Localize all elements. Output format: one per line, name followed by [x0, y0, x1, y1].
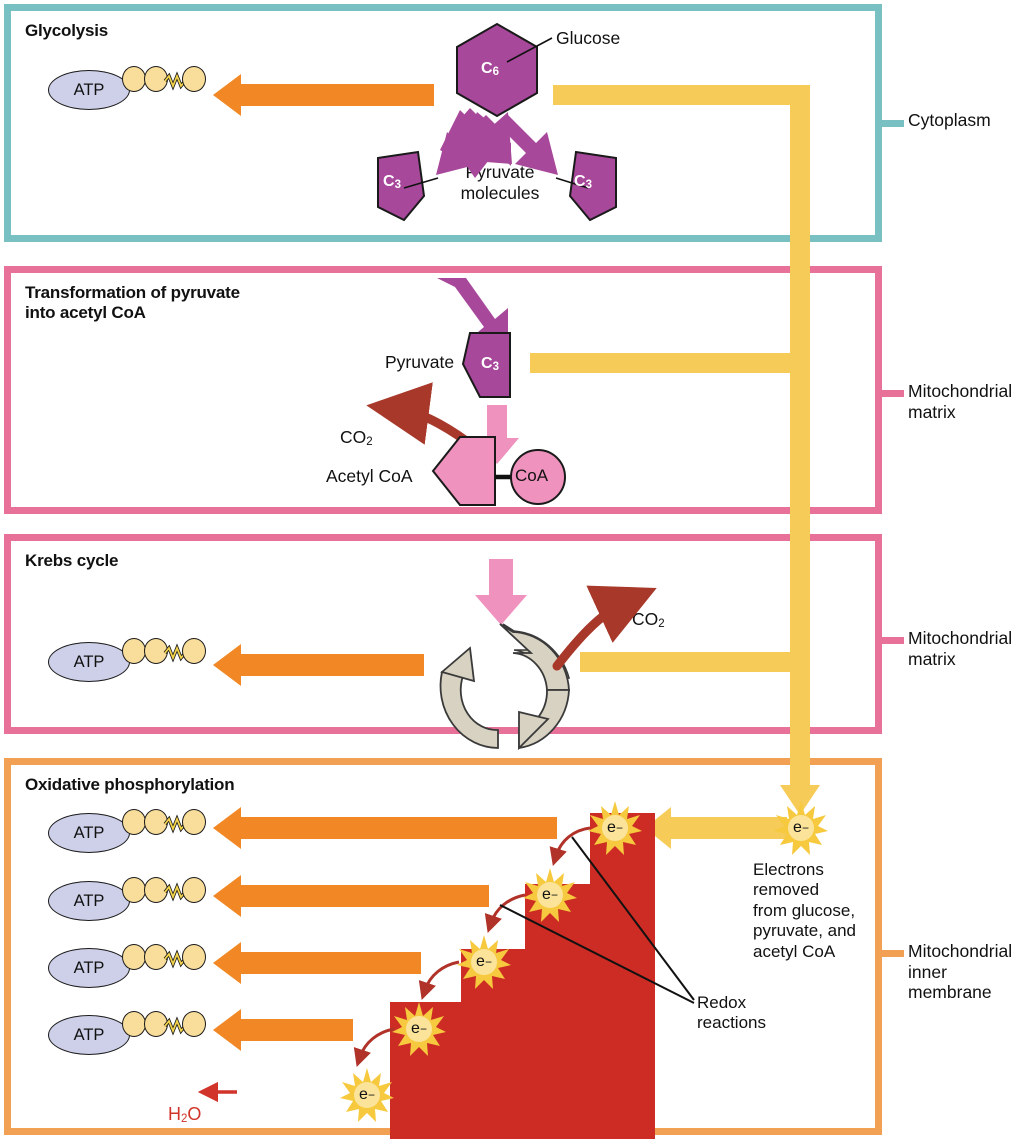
electron-label: e− — [793, 819, 809, 836]
callout-label-cytoplasm: Cytoplasm — [908, 110, 991, 130]
atp-label: ATP — [48, 642, 130, 682]
pyruvate-carbon-label-step2: C3 — [481, 355, 499, 373]
callout-label-matrix-1: Mitochondrial matrix — [908, 381, 1013, 422]
phosphate-group-1 — [122, 1011, 146, 1037]
panel-glycolysis: Glycolysis — [4, 4, 882, 242]
atp-arrow-glycolysis — [213, 74, 434, 116]
water-product-subscript: 2 — [181, 1112, 188, 1125]
high-energy-bond-icon — [163, 71, 187, 91]
co2-text: CO — [340, 427, 367, 447]
water-equation: H2O 2H+ + O2 + — [168, 1082, 202, 1139]
electron-pipe-krebs — [580, 652, 800, 672]
electron-pipe-glycolysis — [553, 85, 808, 105]
atp-molecule-glycolysis: ATP — [48, 62, 206, 110]
atp-label: ATP — [48, 948, 130, 988]
atp-molecule-oxphos-2: ATP — [48, 873, 206, 921]
label-acetyl-coa: Acetyl CoA — [326, 466, 413, 486]
label-co2-pyruvate: CO2 — [340, 406, 373, 450]
panel-title-krebs: Krebs cycle — [25, 551, 119, 570]
callout-tick-matrix-1 — [878, 390, 904, 397]
phosphate-group-3 — [182, 809, 206, 835]
label-pyruvate-molecules: Pyruvate molecules — [460, 162, 540, 203]
atp-label: ATP — [48, 881, 130, 921]
electron-label: e− — [411, 1020, 427, 1037]
electron-transfer-arrow — [645, 807, 787, 849]
electron-starburst-1: e− — [588, 801, 642, 855]
atp-molecule-oxphos-3: ATP — [48, 940, 206, 988]
water-product: H — [168, 1103, 181, 1124]
high-energy-bond-icon — [163, 949, 187, 969]
co2-subscript: 2 — [366, 436, 373, 448]
electron-label: e− — [476, 953, 492, 970]
phosphate-group-1 — [122, 944, 146, 970]
label-electrons-source: Electrons removed from glucose, pyruvate… — [753, 860, 857, 961]
phosphate-group-3 — [182, 877, 206, 903]
electron-label: e− — [542, 886, 558, 903]
phosphate-group-3 — [182, 638, 206, 664]
atp-arrow-oxphos-4 — [213, 1009, 353, 1051]
phosphate-group-1 — [122, 638, 146, 664]
callout-tick-cytoplasm — [878, 120, 904, 127]
phosphate-group-1 — [122, 877, 146, 903]
label-redox-reactions: Redox reactions — [697, 993, 766, 1033]
callout-tick-inner-membrane — [878, 950, 904, 957]
pyruvate-carbon-label-right: C3 — [574, 173, 592, 191]
co2-subscript: 2 — [658, 618, 665, 630]
electron-starburst-3: e− — [457, 935, 511, 989]
phosphate-group-1 — [122, 66, 146, 92]
panel-title-pyruvate: Transformation of pyruvate into acetyl C… — [25, 283, 240, 323]
electron-pipe-trunk — [790, 85, 810, 790]
starburst-icon — [523, 868, 577, 922]
callout-label-inner-membrane: Mitochondrial inner membrane — [908, 941, 1013, 1003]
phosphate-group-3 — [182, 1011, 206, 1037]
coa-label: CoA — [515, 466, 549, 485]
starburst-icon — [340, 1068, 394, 1122]
starburst-icon — [588, 801, 642, 855]
electron-starburst-source: e− — [774, 801, 828, 855]
label-pyruvate: Pyruvate — [385, 352, 455, 372]
panel-title-glycolysis: Glycolysis — [25, 21, 109, 40]
phosphate-group-1 — [122, 809, 146, 835]
electron-starburst-5: e− — [340, 1068, 394, 1122]
atp-molecule-oxphos-1: ATP — [48, 805, 206, 853]
phosphate-group-2 — [144, 944, 168, 970]
atp-label: ATP — [48, 1015, 130, 1055]
electron-label: e− — [359, 1086, 375, 1103]
starburst-icon — [774, 801, 828, 855]
atp-molecule-krebs: ATP — [48, 634, 206, 682]
glucose-carbon-label: C6 — [481, 60, 499, 78]
label-glucose: Glucose — [556, 28, 621, 48]
high-energy-bond-icon — [163, 643, 187, 663]
high-energy-bond-icon — [163, 814, 187, 834]
starburst-icon — [392, 1002, 446, 1056]
callout-label-matrix-2: Mitochondrial matrix — [908, 628, 1013, 669]
phosphate-group-3 — [182, 66, 206, 92]
water-product-tail: O — [187, 1103, 202, 1124]
atp-arrow-oxphos-1 — [213, 807, 557, 849]
phosphate-group-2 — [144, 809, 168, 835]
atp-label: ATP — [48, 70, 130, 110]
atp-molecule-oxphos-4: ATP — [48, 1007, 206, 1055]
panel-pyruvate-transformation: Transformation of pyruvate into acetyl C… — [4, 266, 882, 514]
atp-arrow-oxphos-3 — [213, 942, 421, 984]
panel-title-oxphos: Oxidative phosphorylation — [25, 775, 235, 794]
electron-label: e− — [607, 819, 623, 836]
callout-tick-matrix-2 — [878, 637, 904, 644]
pyruvate-carbon-label-left: C3 — [383, 173, 401, 191]
starburst-icon — [457, 935, 511, 989]
high-energy-bond-icon — [163, 1016, 187, 1036]
atp-arrow-oxphos-2 — [213, 875, 489, 917]
electron-starburst-2: e− — [523, 868, 577, 922]
atp-arrow-krebs — [213, 644, 424, 686]
atp-label: ATP — [48, 813, 130, 853]
electron-pipe-pyruvate — [530, 353, 800, 373]
electron-starburst-4: e− — [392, 1002, 446, 1056]
phosphate-group-3 — [182, 944, 206, 970]
co2-text: CO — [632, 609, 659, 629]
label-co2-krebs: CO2 — [632, 588, 665, 632]
high-energy-bond-icon — [163, 882, 187, 902]
